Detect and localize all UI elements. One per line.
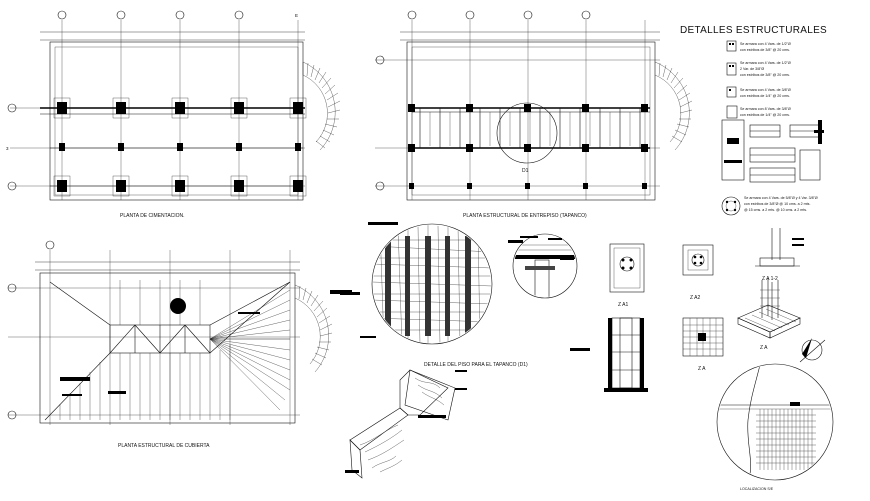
roof-plan: PLANTA ESTRUCTURAL DE CUBIERTA xyxy=(7,240,360,449)
note-4-line-1: Se armara con 8 Vars. de 3/8"Ø xyxy=(740,107,791,111)
za-details: Z A1 Z A2 Z A 1-2 xyxy=(570,228,804,392)
za1-label: Z A1 xyxy=(618,302,629,308)
note-2-line-2: 2 Var. de 3/8"Ø xyxy=(740,67,764,71)
detail-callout-circle xyxy=(496,102,558,164)
structural-details-panel: DETALLES ESTRUCTURALES Se armara con 4 V… xyxy=(680,25,827,216)
axis-label-e: E xyxy=(295,13,298,18)
za2-label: Z A2 xyxy=(690,295,701,301)
note-1-line-1: Se armara con 4 Vars. de 1/2"Ø xyxy=(740,42,791,46)
za-iso-label: Z A xyxy=(760,345,768,351)
za-plan-label: Z A xyxy=(698,366,706,372)
detail-callout-d1: D1 xyxy=(522,168,529,174)
roof-plan-label: PLANTA ESTRUCTURAL DE CUBIERTA xyxy=(118,443,210,449)
axis-label-3: 3 xyxy=(6,146,9,151)
note-3-line-1: Se armara con 4 Vars. de 3/8"Ø xyxy=(740,88,791,92)
location-label: LOCALIZACION S/E xyxy=(740,487,774,491)
note-3-line-2: con estribos de 1/4" @ 20 cms. xyxy=(740,94,790,98)
sheet-title: DETALLES ESTRUCTURALES xyxy=(680,25,827,36)
foundation-plan: E 3 PLANTA DE CIMENTACION. xyxy=(6,10,341,219)
location-detail: LOCALIZACION S/E xyxy=(716,338,834,491)
mezzanine-plan-label: PLANTA ESTRUCTURAL DE ENTREPISO (TAPANCO… xyxy=(463,213,587,219)
note-2-line-1: Se armara con 4 Vars. de 1/2"Ø xyxy=(740,61,791,65)
note-5-line-2: con estribos de 3/8"Ø @ 10 cms. a 2 mts. xyxy=(744,202,810,206)
floor-detail-label: DETALLE DEL PISO PARA EL TAPANCO (D1) xyxy=(424,362,528,368)
note-4-line-2: con estribos de 1/4" @ 20 cms. xyxy=(740,113,790,117)
note-2-line-3: con estribos de 3/8" @ 20 cms. xyxy=(740,73,790,77)
stair-isometric xyxy=(345,369,467,479)
za12-label: Z A 1-2 xyxy=(762,276,778,282)
annotation-bars xyxy=(62,236,538,396)
note-5-line-3: @ 15 cms. a 2 mts. @ 10 cms. a 2 mts. xyxy=(744,208,807,212)
spiral-stair xyxy=(302,61,341,151)
mezzanine-plan: D1 PLANTA ESTRUCTURAL DE ENTREPISO (TAPA… xyxy=(375,10,693,219)
connection-detail xyxy=(512,233,578,299)
note-5-line-1: Se armara con 4 Vars. de 5/8"Ø y 4 Var. … xyxy=(744,196,818,200)
note-1-line-2: con estribos de 3/8" @ 20 cms. xyxy=(740,48,790,52)
foundation-plan-label: PLANTA DE CIMENTACION. xyxy=(120,213,185,219)
